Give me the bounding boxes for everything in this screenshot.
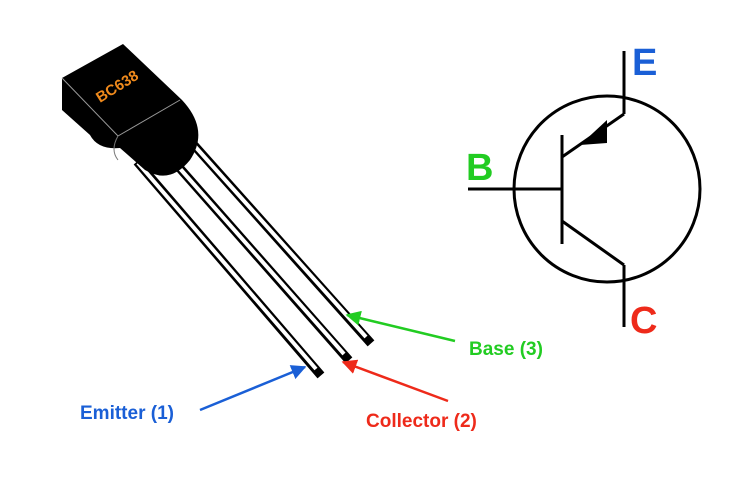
symbol-label-collector: C <box>630 300 657 342</box>
lead-collector <box>155 141 353 364</box>
lead-base <box>178 128 375 347</box>
emitter-arrow <box>199 365 307 412</box>
package-body <box>62 44 199 176</box>
collector-pin-label: Collector (2) <box>366 411 477 432</box>
symbol-label-emitter: E <box>632 42 657 84</box>
base-arrow <box>345 310 456 343</box>
collector-arrow <box>341 359 449 403</box>
collector-diagonal <box>561 219 625 267</box>
pnp-transistor-symbol <box>468 51 702 327</box>
symbol-label-base: B <box>466 147 493 189</box>
base-pin-label: Base (3) <box>469 339 543 360</box>
transistor-package: BC638 <box>61 44 375 379</box>
emitter-arrowhead <box>580 120 607 145</box>
lead-emitter <box>133 158 325 379</box>
emitter-pin-label: Emitter (1) <box>80 403 174 424</box>
